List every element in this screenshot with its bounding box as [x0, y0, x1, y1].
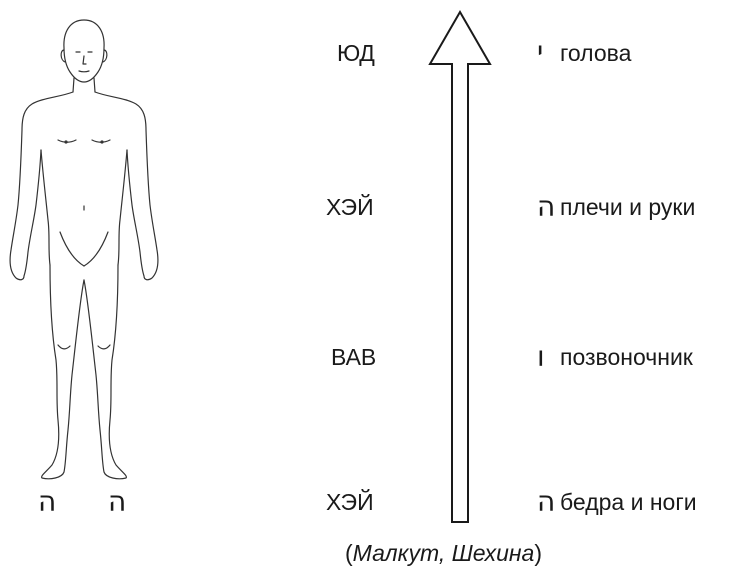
- body-part-spine: позвоночник: [560, 344, 693, 370]
- letter-name-yod: ЮД: [337, 40, 375, 66]
- caption-separator: ,: [438, 540, 452, 566]
- letter-name-hey-upper: ХЭЙ: [326, 194, 374, 220]
- hebrew-letter-hey-upper: ה: [537, 190, 556, 223]
- hebrew-letter-hey-lower: ה: [537, 485, 556, 518]
- body-part-hips-legs: бедра и ноги: [560, 489, 697, 515]
- letter-name-hey-lower: ХЭЙ: [326, 489, 374, 515]
- upward-arrow: [428, 9, 492, 523]
- caption-close-paren: ): [534, 540, 543, 566]
- right-foot-letter: ה: [108, 485, 127, 518]
- hebrew-letter-yod: י: [537, 35, 544, 68]
- left-foot-letter: ה: [38, 485, 57, 518]
- body-part-shoulders-arms: плечи и руки: [560, 194, 696, 220]
- caption-open-paren: (: [345, 540, 353, 566]
- hebrew-letter-vav: ו: [537, 340, 545, 373]
- letter-name-vav: ВАВ: [331, 344, 377, 370]
- body-part-head: голова: [560, 40, 632, 66]
- caption-malkut-shekhina: (Малкут, Шехина): [345, 540, 542, 567]
- caption-shekhina: Шехина: [451, 540, 535, 566]
- human-body-figure: [9, 19, 159, 480]
- caption-malkut: Малкут: [352, 540, 439, 566]
